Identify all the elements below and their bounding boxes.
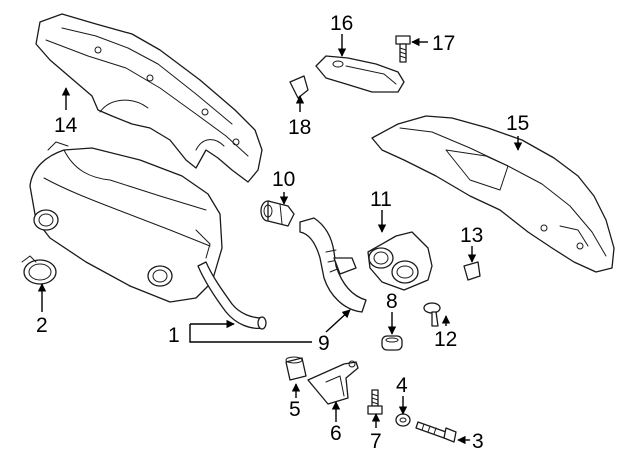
callout-4: 4 [396,374,408,397]
callout-1: 1 [168,324,180,347]
clip-nut-18 [289,75,309,99]
hanger-bracket [307,360,359,405]
callout-16: 16 [330,12,353,35]
push-clip-12 [423,302,441,327]
callout-9: 9 [318,332,330,355]
clamp [21,255,57,285]
connector-clamp [260,200,295,227]
callout-numbers: 1 2 3 4 5 6 7 8 9 10 11 12 13 14 15 16 1… [36,12,529,453]
callout-3: 3 [472,430,484,453]
callout-15: 15 [506,112,529,135]
bolt-3 [415,421,457,443]
callout-2: 2 [36,314,48,337]
heat-shield-upper-left [35,13,263,183]
callout-17: 17 [432,32,455,55]
heat-shield-right [371,115,615,273]
callout-11: 11 [370,188,392,211]
callout-8: 8 [386,290,398,313]
callout-7: 7 [370,430,382,453]
callout-13: 13 [460,224,483,247]
dual-tailpipe [367,231,433,291]
callout-12: 12 [434,328,457,351]
callout-14: 14 [54,114,78,137]
insulator-5 [285,356,307,381]
insulator-8 [381,335,403,351]
callout-6: 6 [330,422,342,445]
mounting-bracket [315,55,405,93]
washer-4 [395,413,411,427]
flex-pipe [299,217,367,313]
callout-10: 10 [272,168,295,191]
bolt-17 [395,35,411,63]
leader-lines [37,34,523,445]
muffler-assembly [29,141,267,330]
callout-5: 5 [289,398,301,421]
bolt-7 [367,389,383,415]
callout-18: 18 [288,116,311,139]
nut-13 [463,261,481,281]
